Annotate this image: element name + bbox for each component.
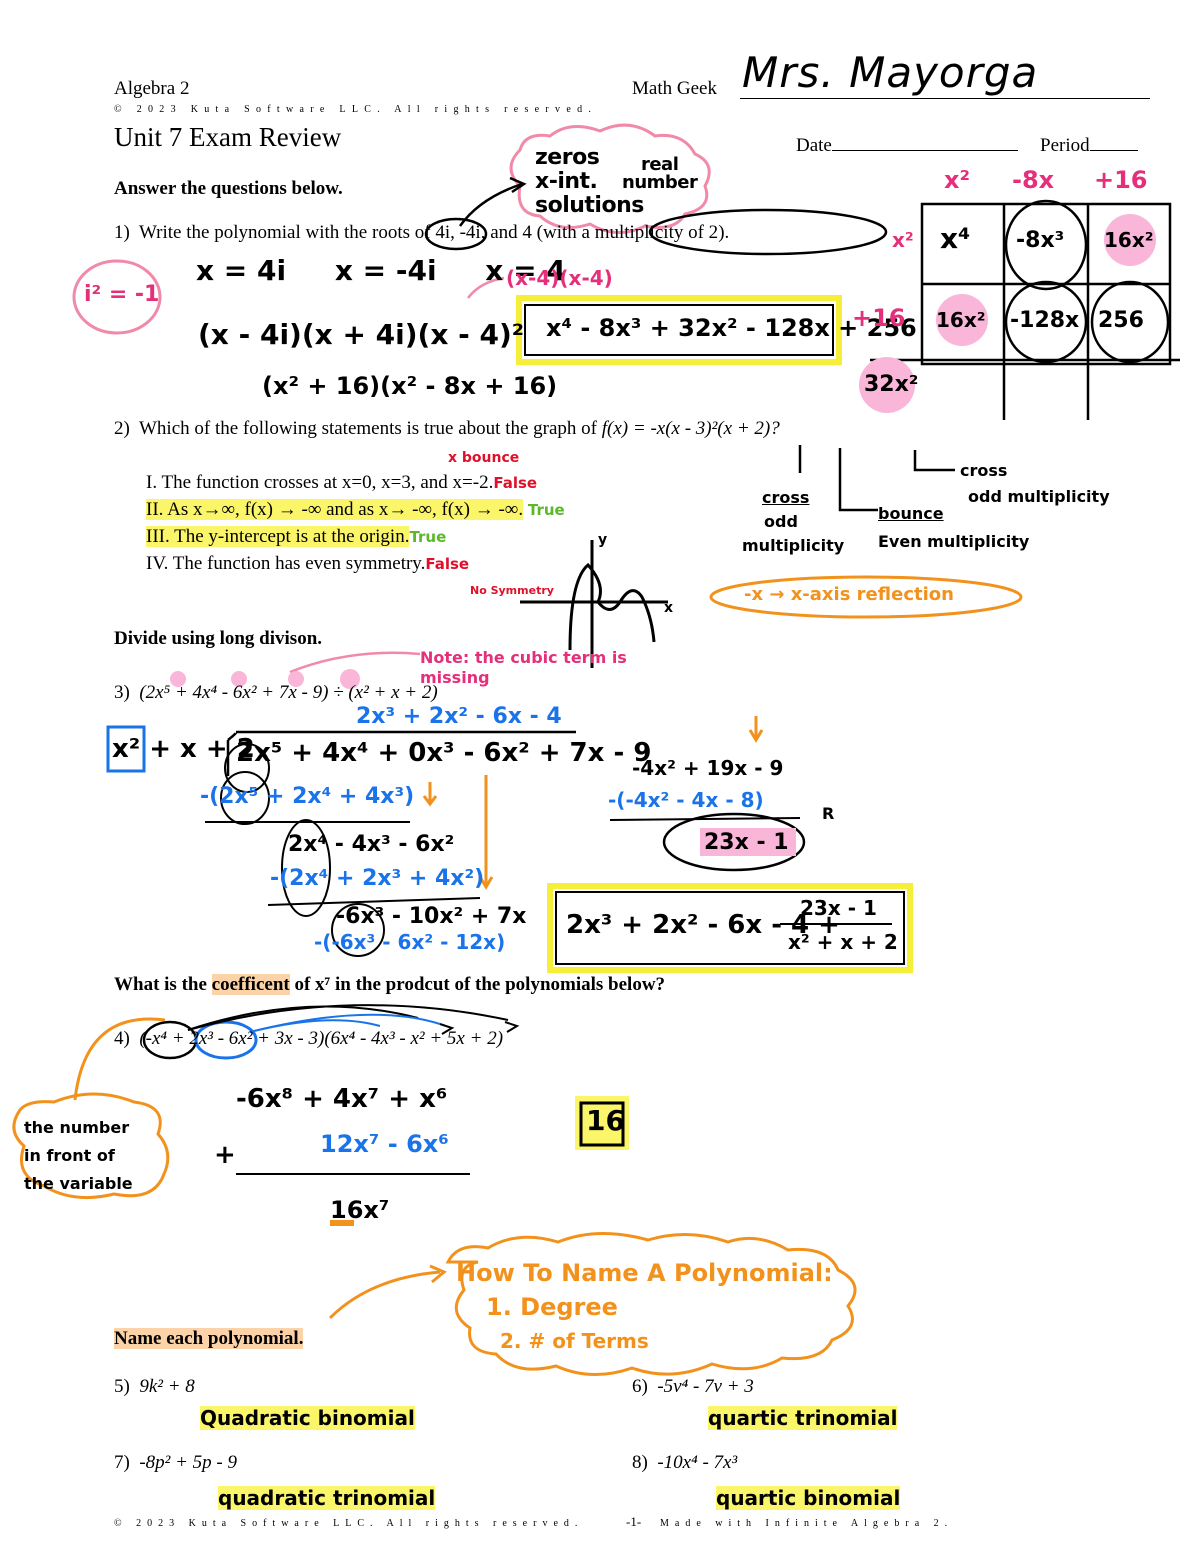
question-4: 4) (-x⁴ + 2x³ - 6x² + 3x - 3)(6x⁴ - 4x³ … bbox=[114, 1028, 504, 1049]
page-number: -1- bbox=[626, 1514, 642, 1529]
work-line-1: -6x⁸ + 4x⁷ + x⁶ bbox=[236, 1084, 448, 1114]
box-cell-1-3: 16x² bbox=[1104, 228, 1154, 252]
q5-answer: Quadratic binomial bbox=[200, 1406, 415, 1430]
note-no-symmetry: No Symmetry bbox=[470, 584, 554, 597]
work-divisor: x² + x + 2 bbox=[112, 734, 255, 764]
section-name: Name each polynomial. bbox=[114, 1328, 304, 1349]
work-step-3: -(-6x³ - 6x² - 12x) bbox=[314, 930, 506, 954]
note-reflection: -x → x-axis reflection bbox=[744, 584, 954, 605]
q3-answer-denominator: x² + x + 2 bbox=[788, 930, 898, 954]
question-7: 7) -8p² + 5p - 9 bbox=[114, 1452, 237, 1473]
roots-word: roots bbox=[372, 222, 410, 243]
work-step-2: -(2x⁴ + 2x³ + 4x²) bbox=[270, 866, 485, 891]
remainder-label: R bbox=[822, 804, 835, 823]
q3-answer: 2x³ + 2x² - 6x - 4 + bbox=[566, 910, 840, 940]
section-coefficient: What is the coefficent of x⁷ in the prod… bbox=[114, 974, 666, 995]
box-cell-1-2: -8x³ bbox=[1016, 228, 1065, 253]
work-remainder-2: -6x³ - 10x² + 7x bbox=[336, 904, 527, 929]
work-remainder: 23x - 1 bbox=[704, 830, 789, 855]
note-zeros: zeros x-int. solutions bbox=[535, 145, 644, 218]
note-real-number: real number bbox=[622, 154, 698, 193]
note-x-bounce: x bounce bbox=[448, 450, 520, 466]
q8-answer: quartic binomial bbox=[716, 1486, 901, 1510]
statement-1: I. The function crosses at x=0, x=3, and… bbox=[146, 472, 538, 493]
box-top-1: x² bbox=[944, 166, 970, 194]
work-sum: 16x⁷ bbox=[330, 1196, 390, 1224]
box-cell-2-3: 256 bbox=[1098, 308, 1144, 333]
coefficient-word: coefficent bbox=[211, 974, 290, 995]
q7-answer: quadratic trinomial bbox=[218, 1486, 436, 1510]
note-missing-term: Note: the cubic term is missing bbox=[420, 648, 627, 687]
box-cell-2-2: -128x bbox=[1010, 308, 1080, 333]
question-1: 1) Write the polynomial with the roots o… bbox=[114, 222, 730, 243]
work-roots: x = 4i x = -4i x = 4 bbox=[196, 254, 566, 287]
period-blank bbox=[1089, 132, 1138, 151]
footer-copyright: © 2023 Kuta Software LLC. All rights res… bbox=[114, 1518, 584, 1529]
q3-answer-numerator: 23x - 1 bbox=[800, 896, 877, 920]
copyright-header: © 2023 Kuta Software LLC. All rights res… bbox=[114, 104, 598, 115]
note-cross-odd-right: cross odd multiplicity bbox=[960, 461, 1110, 506]
date-blank bbox=[831, 132, 1018, 151]
question-8: 8) -10x⁴ - 7x³ bbox=[632, 1452, 738, 1473]
question-3: 3) (2x⁵ + 4x⁴ - 6x² + 7x - 9) ÷ (x² + x … bbox=[114, 682, 438, 703]
note-bounce-even: bounce Even multiplicity bbox=[878, 504, 1030, 551]
statement-1-mark: False bbox=[493, 474, 538, 492]
course-name: Algebra 2 bbox=[114, 78, 190, 99]
work-product: (x² + 16)(x² - 8x + 16) bbox=[262, 372, 558, 400]
work-line-2: 12x⁷ - 6x⁶ bbox=[320, 1130, 449, 1158]
work-factored: (x - 4i)(x + 4i)(x - 4)² bbox=[198, 318, 525, 351]
graph-x-label: x bbox=[664, 600, 674, 616]
function-expression: f(x) = -x(x - 3)²(x + 2)? bbox=[601, 418, 780, 439]
page-title: Unit 7 Exam Review bbox=[114, 122, 342, 152]
question-2: 2) Which of the following statements is … bbox=[114, 418, 780, 439]
box-side-1: x² bbox=[892, 228, 914, 252]
q1-answer: x⁴ - 8x³ + 32x² - 128x + 256 bbox=[546, 314, 917, 342]
work-arrow-factor: (x-4)(x-4) bbox=[506, 266, 613, 290]
statement-3-mark: True bbox=[409, 528, 447, 546]
work-remainder-3: -4x² + 19x - 9 bbox=[632, 756, 784, 780]
box-extra: 32x² bbox=[864, 372, 919, 397]
division-expression: (2x⁵ + 4x⁴ - 6x² + 7x - 9) ÷ (x² + x + 2… bbox=[139, 682, 438, 703]
work-dividend: 2x⁵ + 4x⁴ + 0x³ - 6x² + 7x - 9 bbox=[236, 738, 652, 768]
question-6: 6) -5v⁴ - 7v + 3 bbox=[632, 1376, 754, 1397]
box-top-2: -8x bbox=[1012, 166, 1055, 194]
date-field: Date bbox=[796, 132, 1018, 157]
statement-4: IV. The function has even symmetry.False bbox=[146, 553, 470, 574]
box-side-2: +16 bbox=[852, 304, 906, 332]
work-step-4: -(-4x² - 4x - 8) bbox=[608, 788, 764, 812]
footer-made-with: Made with Infinite Algebra 2. bbox=[660, 1518, 954, 1529]
work-step-1: -(2x⁵ + 2x⁴ + 4x³) bbox=[200, 784, 415, 809]
name-line bbox=[740, 98, 1150, 99]
note-cross-odd: cross odd multiplicity bbox=[742, 488, 845, 555]
work-remainder-1: 2x⁴ - 4x³ - 6x² bbox=[288, 832, 455, 857]
q4-answer: 16 bbox=[586, 1104, 625, 1137]
product-expression: (-x⁴ + 2x³ - 6x² + 3x - 3)(6x⁴ - 4x³ - x… bbox=[139, 1028, 504, 1049]
period-field: Period bbox=[1040, 132, 1138, 157]
date-label: Date bbox=[796, 135, 832, 156]
note-number-in-front: the number in front of the variable bbox=[24, 1118, 133, 1193]
work-quotient: 2x³ + 2x² - 6x - 4 bbox=[356, 704, 562, 729]
statement-4-mark: False bbox=[425, 555, 470, 573]
q6-answer: quartic trinomial bbox=[708, 1406, 898, 1430]
section-divide: Divide using long divison. bbox=[114, 628, 323, 649]
graph-y-label: y bbox=[598, 532, 608, 548]
period-label: Period bbox=[1040, 135, 1090, 156]
work-plus: + bbox=[214, 1140, 236, 1170]
question-5: 5) 9k² + 8 bbox=[114, 1376, 195, 1397]
multiplicity-phrase: with a multiplicity of 2 bbox=[542, 222, 719, 243]
cloud-how-to-name: How To Name A Polynomial: 1. Degree 2. #… bbox=[456, 1259, 833, 1353]
statement-3: III. The y-intercept is at the origin.Tr… bbox=[146, 526, 447, 547]
note-i-squared: i² = -1 bbox=[84, 282, 160, 307]
box-top-3: +16 bbox=[1094, 166, 1148, 194]
instructions: Answer the questions below. bbox=[114, 178, 343, 199]
statement-2-mark: True bbox=[527, 501, 565, 519]
box-cell-2-1: 16x² bbox=[936, 308, 986, 332]
teacher-signature: Mrs. Mayorga bbox=[742, 48, 1039, 97]
statement-2: II. As x→∞, f(x) → -∞ and as x→ -∞, f(x)… bbox=[146, 499, 565, 520]
name-label: Math Geek bbox=[632, 78, 717, 99]
box-cell-1-1: x⁴ bbox=[940, 222, 971, 255]
